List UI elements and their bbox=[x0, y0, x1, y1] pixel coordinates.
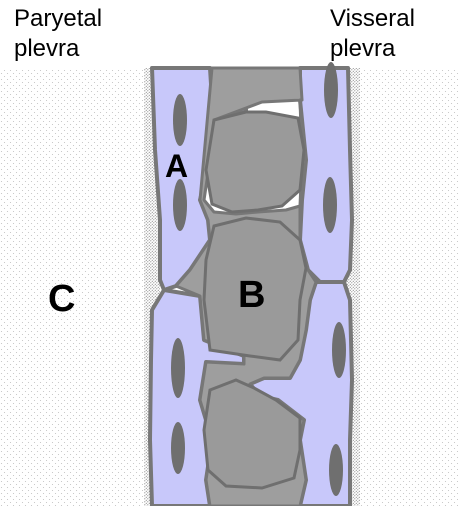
nucleus-left-1 bbox=[173, 94, 187, 146]
nucleus-left-3 bbox=[171, 338, 185, 398]
visceral-pleura-label-line1: Visseral bbox=[330, 4, 415, 34]
parietal-pleura-label-line2: plevra bbox=[14, 34, 79, 64]
parietal-pleura-label-line1: Paryetal bbox=[14, 4, 102, 34]
space-lobe-top bbox=[206, 112, 304, 212]
right-stipple-region bbox=[350, 68, 458, 506]
nucleus-right-3 bbox=[332, 322, 346, 378]
nucleus-right-2 bbox=[323, 177, 337, 233]
nucleus-right-1 bbox=[324, 62, 338, 118]
region-label-c: C bbox=[48, 278, 75, 321]
region-label-b: B bbox=[238, 274, 265, 317]
region-label-a: A bbox=[165, 148, 188, 185]
nucleus-left-4 bbox=[171, 422, 185, 474]
nucleus-right-4 bbox=[329, 444, 343, 496]
visceral-pleura-label-line2: plevra bbox=[330, 34, 395, 64]
nucleus-left-2 bbox=[173, 179, 187, 231]
